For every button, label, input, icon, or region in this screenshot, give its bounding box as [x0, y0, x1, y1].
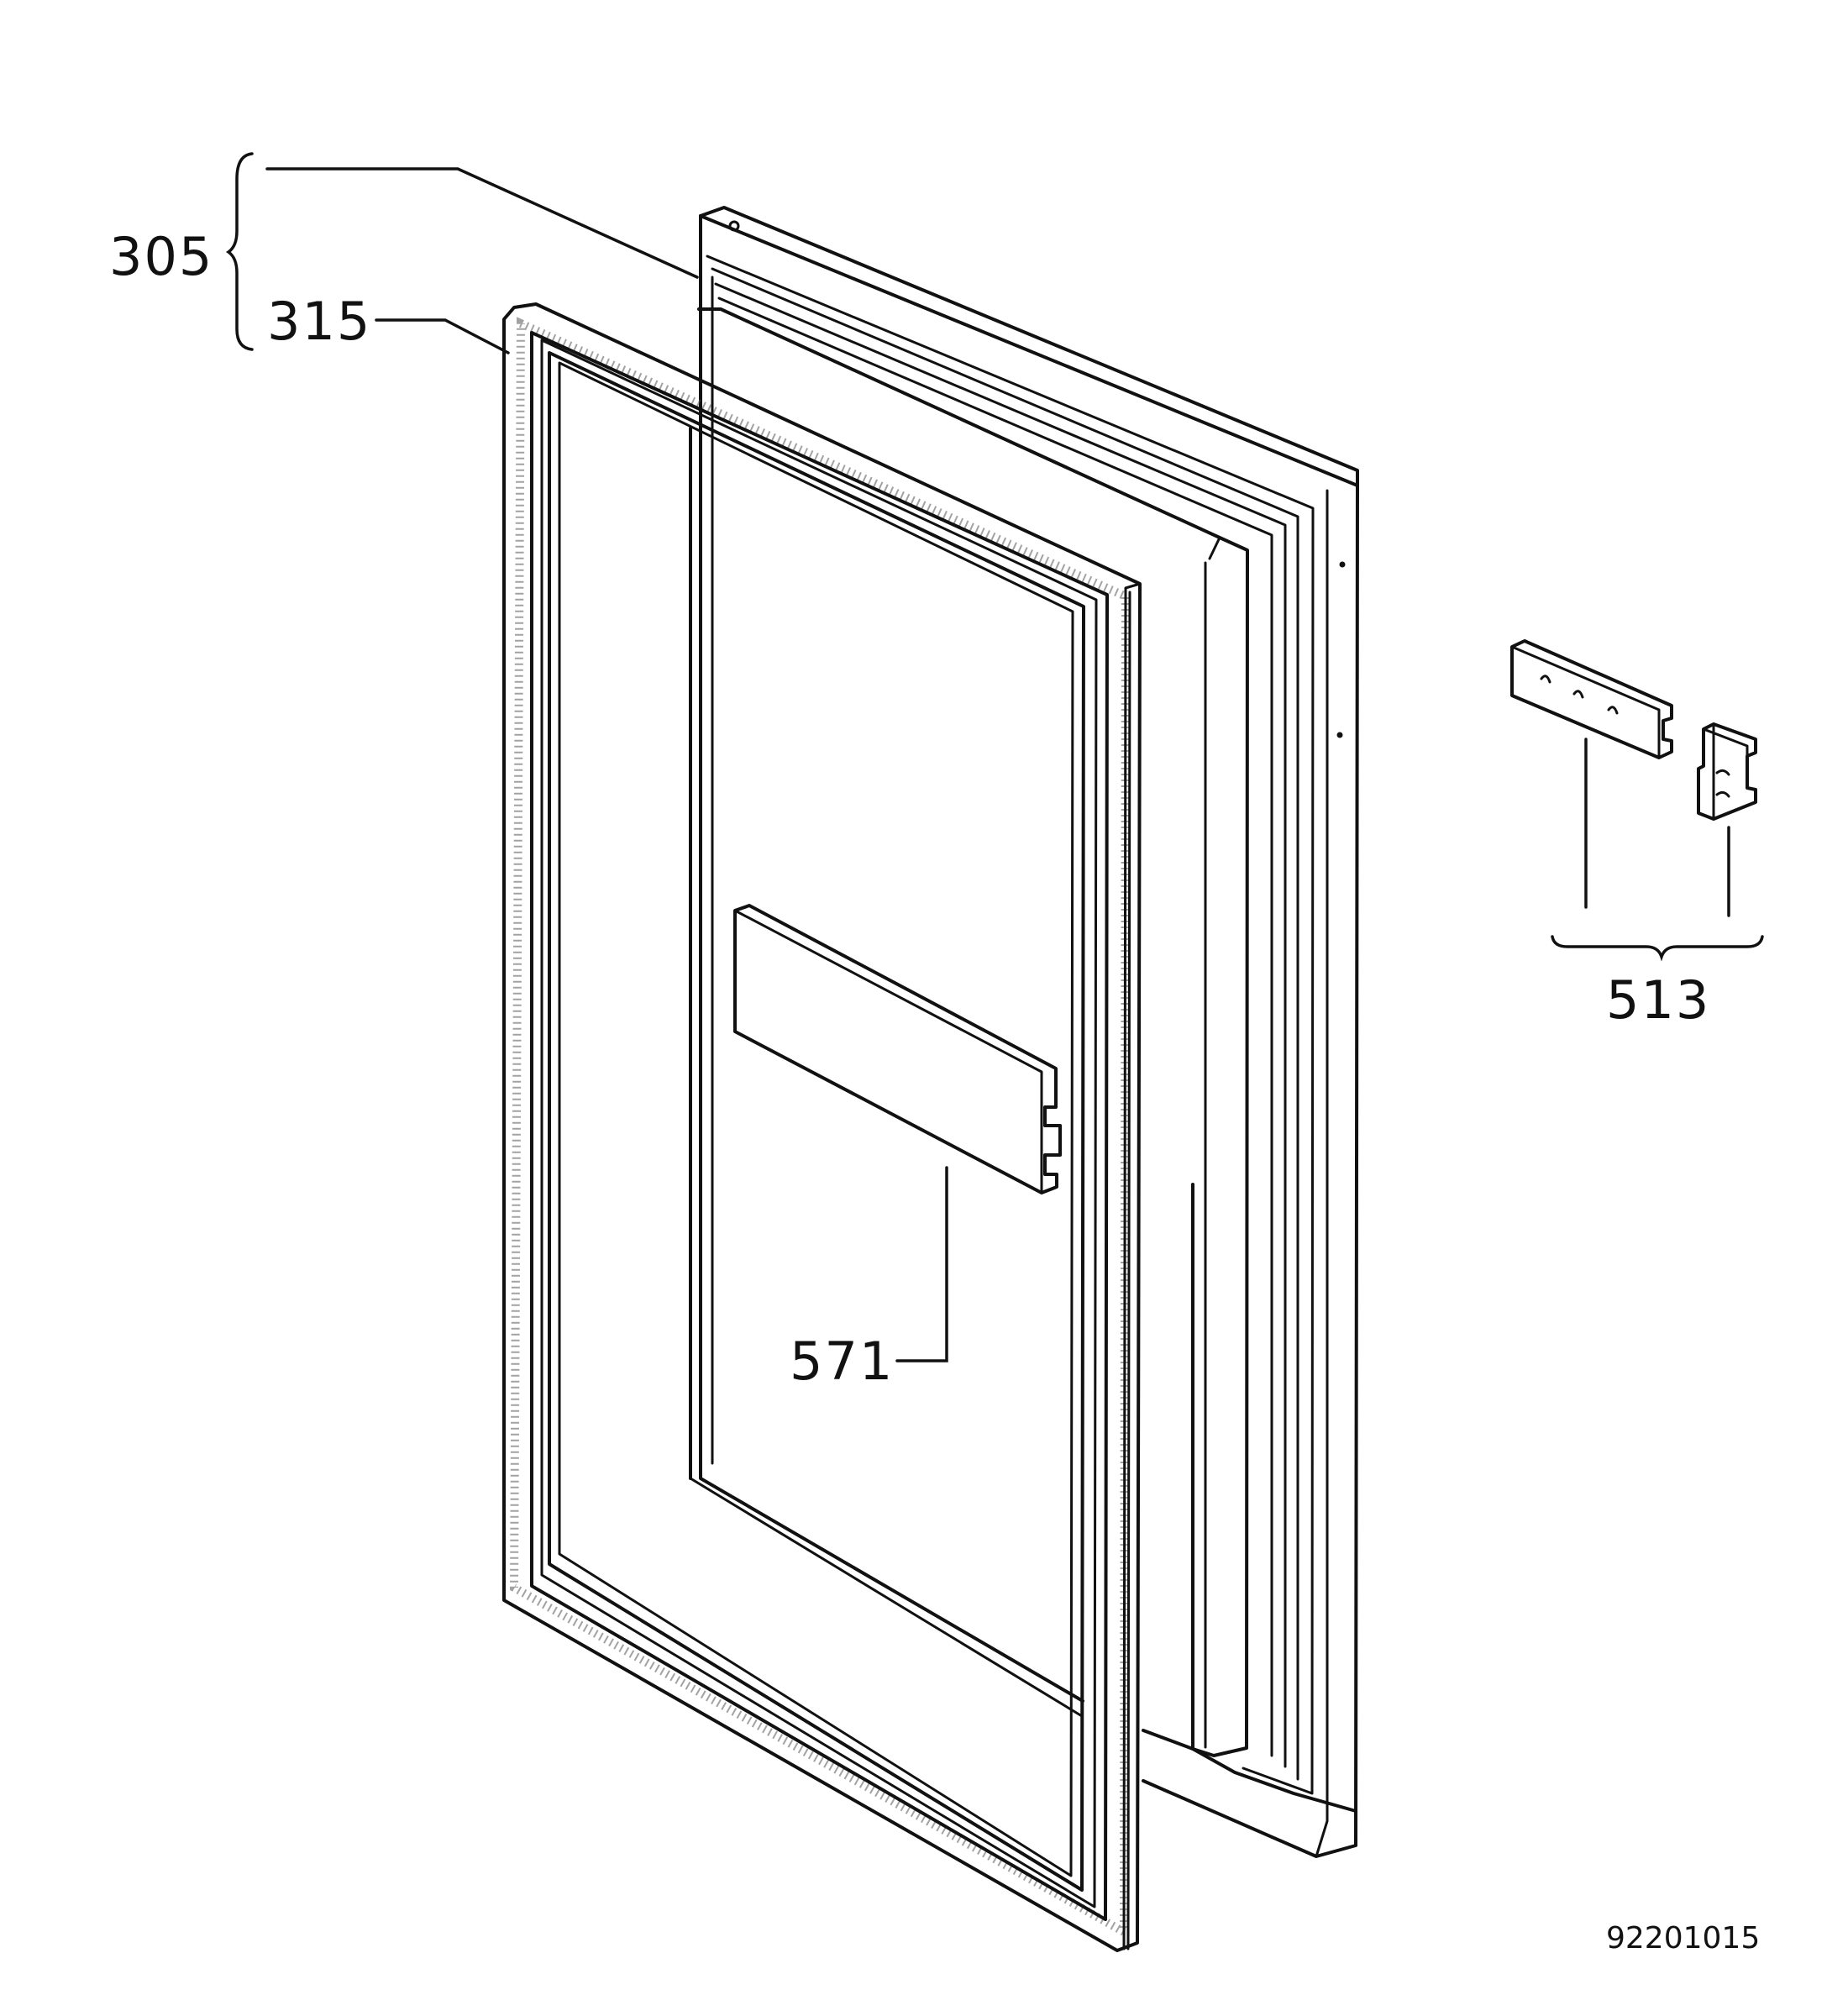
- liner-inner-panel: [689, 272, 1084, 1718]
- drawing-number: 92201015: [1606, 1921, 1761, 1956]
- bracket-513: [1551, 935, 1764, 962]
- callout-315: 315: [267, 291, 372, 352]
- door-panel: [697, 206, 1359, 1858]
- door-gasket: [502, 302, 1142, 1952]
- callout-571: 571: [790, 1331, 895, 1392]
- callout-305: 305: [109, 226, 214, 287]
- door-shelf: [733, 904, 1062, 1194]
- hinge-bracket-large: [1510, 639, 1673, 759]
- leader-lines: [225, 152, 1764, 1362]
- bracket-305: [225, 152, 254, 351]
- hinge-pin-small: [1697, 722, 1757, 821]
- callout-513: 513: [1606, 969, 1711, 1031]
